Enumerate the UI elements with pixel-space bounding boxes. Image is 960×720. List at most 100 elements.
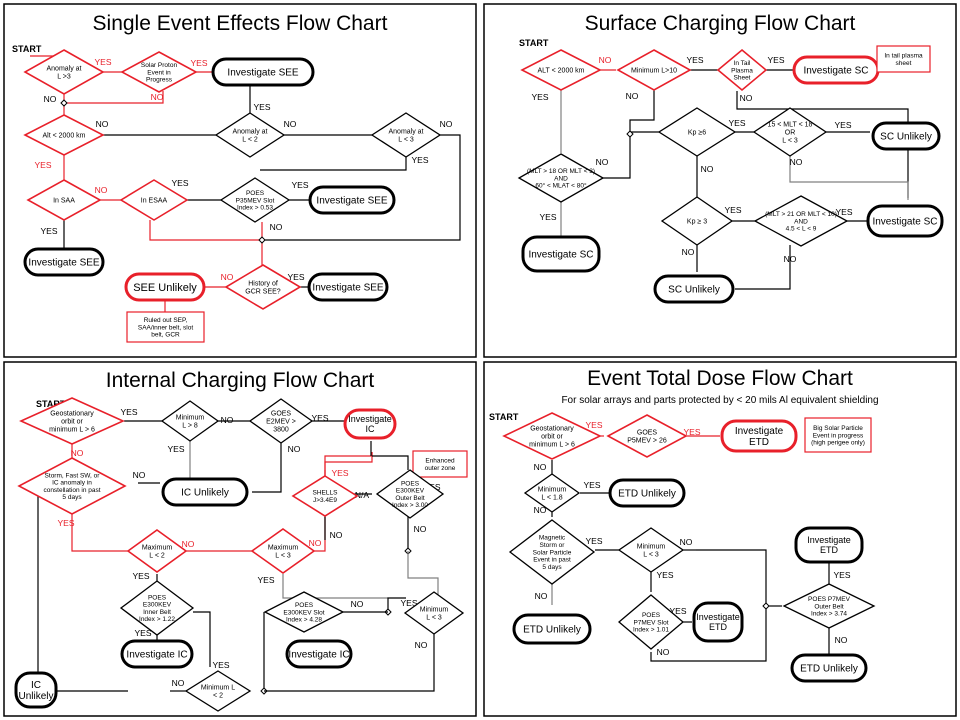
branch-label: NO [790,157,803,167]
ic-unlikely-mid-shape [161,477,249,507]
branch-label: NO [182,539,195,549]
sc-unlikely-right-shape [871,121,941,151]
branch-label: YES [132,571,149,581]
branch-label: NO [415,640,428,650]
connector [387,597,406,612]
branch-label: NO [596,157,609,167]
see-alt-2000-shape [23,114,105,156]
see-investigate-left: Investigate SEE [23,247,105,277]
see-investigate-mid-shape [308,185,396,215]
branch-label: YES [686,55,703,65]
sc-start-label: START [519,38,549,48]
etd-unlikely-bottom-shape [790,653,868,683]
sc-mlt-18-3-shape [517,153,605,203]
etd-panel-subtitle: For solar arrays and parts protected by … [561,395,878,406]
sc-kp6-label: Kp ≥6 [688,129,706,136]
see-note-shape [126,311,205,343]
branch-label: YES [287,272,304,282]
see-in-esaa: In ESAA [119,179,189,221]
sc-investigate-top-label: Investigate SC [803,66,868,77]
etd-min-l3-shape [617,527,685,573]
etd-investigate-top-shape [720,419,798,453]
see-investigate-mid-label: Investigate SEE [316,196,387,207]
ic-panel-title: Internal Charging Flow Chart [106,369,375,392]
branch-label: NO [151,92,164,102]
branch-label: N/A [355,490,370,500]
branch-label: YES [585,536,602,546]
branch-label: YES [656,570,673,580]
connector [594,135,631,179]
see-investigate-bottom-shape [307,272,389,302]
sc-tail-plasma-shape [716,48,768,92]
see-in-saa-label: In SAA [53,197,75,204]
sc-alt-2000-shape [520,49,602,91]
branch-label: NO [221,415,234,425]
branch-label: NO [599,55,612,65]
ic-min-l2-label: Minimum L< 2 [201,685,235,700]
connector [282,574,388,599]
etd-start-label: START [489,412,519,422]
branch-label: NO [784,254,797,264]
see-in-esaa-label: In ESAA [141,197,168,204]
branch-label: YES [212,660,229,670]
ic-investigate-top-shape [343,408,397,440]
branch-label: NO [221,272,234,282]
panel-frame-3 [3,361,477,717]
sc-investigate-right: Investigate SC [866,204,944,238]
branch-label: YES [411,155,428,165]
connector [193,611,211,667]
ic-investigate-left-shape [120,639,194,669]
etd-investigate-right-shape [794,526,864,564]
sc-investigate-right-label: Investigate SC [872,217,937,228]
etd-unlikely-left: ETD Unlikely [512,613,592,645]
etd-investigate-mid-shape [692,601,744,643]
branch-label: NO [172,678,185,688]
see-history-gcr-shape [224,264,302,310]
ic-min-l3-shape [403,591,465,635]
branch-label: NO [626,91,639,101]
branch-label: NO [701,164,714,174]
connector [629,90,655,133]
connector [262,134,461,241]
sc-unlikely-right-label: SC Unlikely [880,132,932,143]
branch-label: NO [96,119,109,129]
sc-alt-2000: ALT < 2000 km [520,49,602,91]
etd-unlikely-bottom: ETD Unlikely [790,653,868,683]
branch-label: YES [835,207,852,217]
sc-kp3-label: Kp ≥ 3 [687,218,707,225]
junction-marker [626,130,634,138]
ic-investigate-mid-label: Investigate IC [288,650,349,661]
see-investigate-left-shape [23,247,105,277]
branch-label: NO [351,599,364,609]
branch-label: NO [309,538,322,548]
branch-label: YES [257,575,274,585]
connector [65,91,164,104]
ic-unlikely-mid: IC Unlikely [161,477,249,507]
